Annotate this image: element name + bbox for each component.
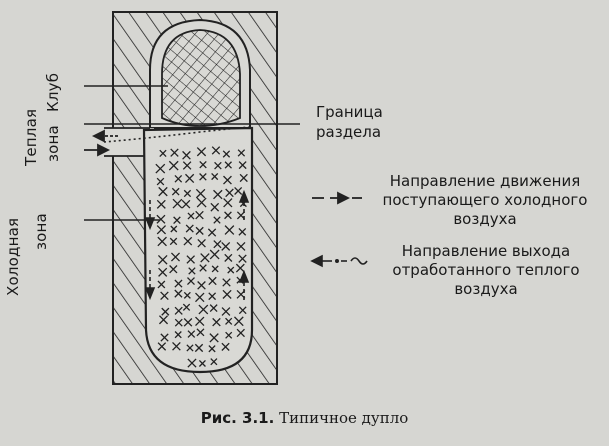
label-boundary-2: раздела — [316, 123, 382, 141]
legend-cold-air-symbol — [312, 191, 362, 205]
caption-title: Типичное дупло — [279, 409, 409, 427]
cold-air-crosses — [155, 146, 248, 368]
legend-cold-air-line-2: поступающего холодного — [382, 191, 588, 209]
caption-number: Рис. 3.1. — [200, 409, 275, 427]
label-warm-zone-2: зона — [44, 125, 62, 162]
legend-warm-air-line-2: отработанного теплого — [392, 261, 580, 279]
entrance-arrows — [84, 129, 118, 157]
label-club: Клуб — [44, 72, 62, 112]
legend-warm-air-symbol — [310, 254, 368, 268]
legend-warm-air-line-1: Направление выхода — [401, 242, 571, 260]
legend-cold-air-line-3: воздуха — [453, 210, 517, 228]
label-cold-zone-2: зона — [32, 213, 50, 250]
label-boundary-1: Граница — [316, 103, 383, 121]
legend-cold-air-line-1: Направление движения — [389, 172, 581, 190]
leader-lines — [84, 85, 300, 221]
label-warm-zone-1: Теплая — [22, 108, 40, 166]
figure-caption: Рис. 3.1. Типичное дупло — [0, 409, 609, 427]
label-cold-zone-1: Холодная — [4, 217, 22, 296]
boundary-line — [103, 126, 251, 143]
club-crosshatch — [161, 29, 241, 127]
legend-warm-air-line-3: воздуха — [454, 280, 518, 298]
